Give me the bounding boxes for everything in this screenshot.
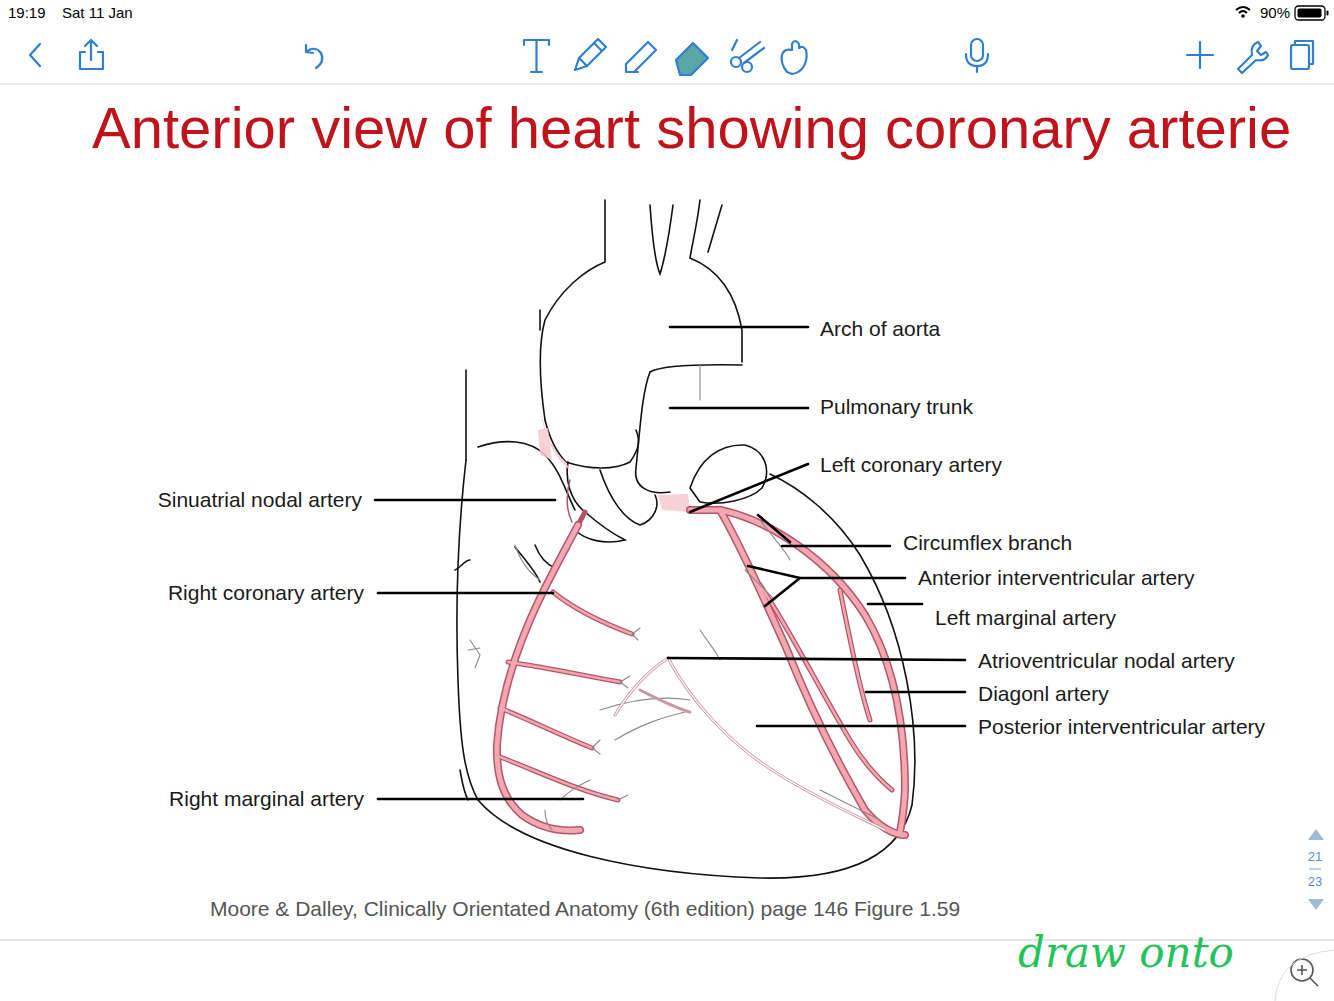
heart-outline <box>455 200 915 878</box>
battery-level: 90% <box>1260 4 1290 21</box>
coronary-arteries <box>468 365 905 835</box>
anatomy-label: Atrioventricular nodal artery <box>978 649 1235 673</box>
anatomy-label: Pulmonary trunk <box>820 395 973 419</box>
aortic-root-shading <box>538 410 690 512</box>
status-date: Sat 11 Jan <box>62 4 133 21</box>
anatomy-label: Diagonl artery <box>978 682 1109 706</box>
anatomy-label: Posterior interventricular artery <box>978 715 1265 739</box>
anatomy-label: Right coronary artery <box>168 581 364 605</box>
toolbar-icons <box>30 39 1313 75</box>
slide-title: Anterior view of heart showing coronary … <box>92 95 1291 162</box>
page-controls <box>1275 829 1334 1001</box>
figure-caption: Moore & Dalley, Clinically Orientated An… <box>210 897 960 921</box>
page-number: 21 <box>1308 850 1322 865</box>
anatomy-label: Arch of aorta <box>820 317 940 341</box>
anatomy-label: Right marginal artery <box>169 787 364 811</box>
anatomy-label: Sinuatrial nodal artery <box>158 488 362 512</box>
anatomy-label: Left coronary artery <box>820 453 1002 477</box>
status-time: 19:19 <box>8 4 46 21</box>
anatomy-label: Circumflex branch <box>903 531 1072 555</box>
page-count: 23 <box>1308 875 1322 890</box>
anatomy-label: Left marginal artery <box>935 606 1116 630</box>
toolbar-divider <box>0 84 1334 85</box>
anatomy-label: Anterior interventricular artery <box>918 566 1195 590</box>
handwritten-note: draw onto <box>1018 929 1234 977</box>
